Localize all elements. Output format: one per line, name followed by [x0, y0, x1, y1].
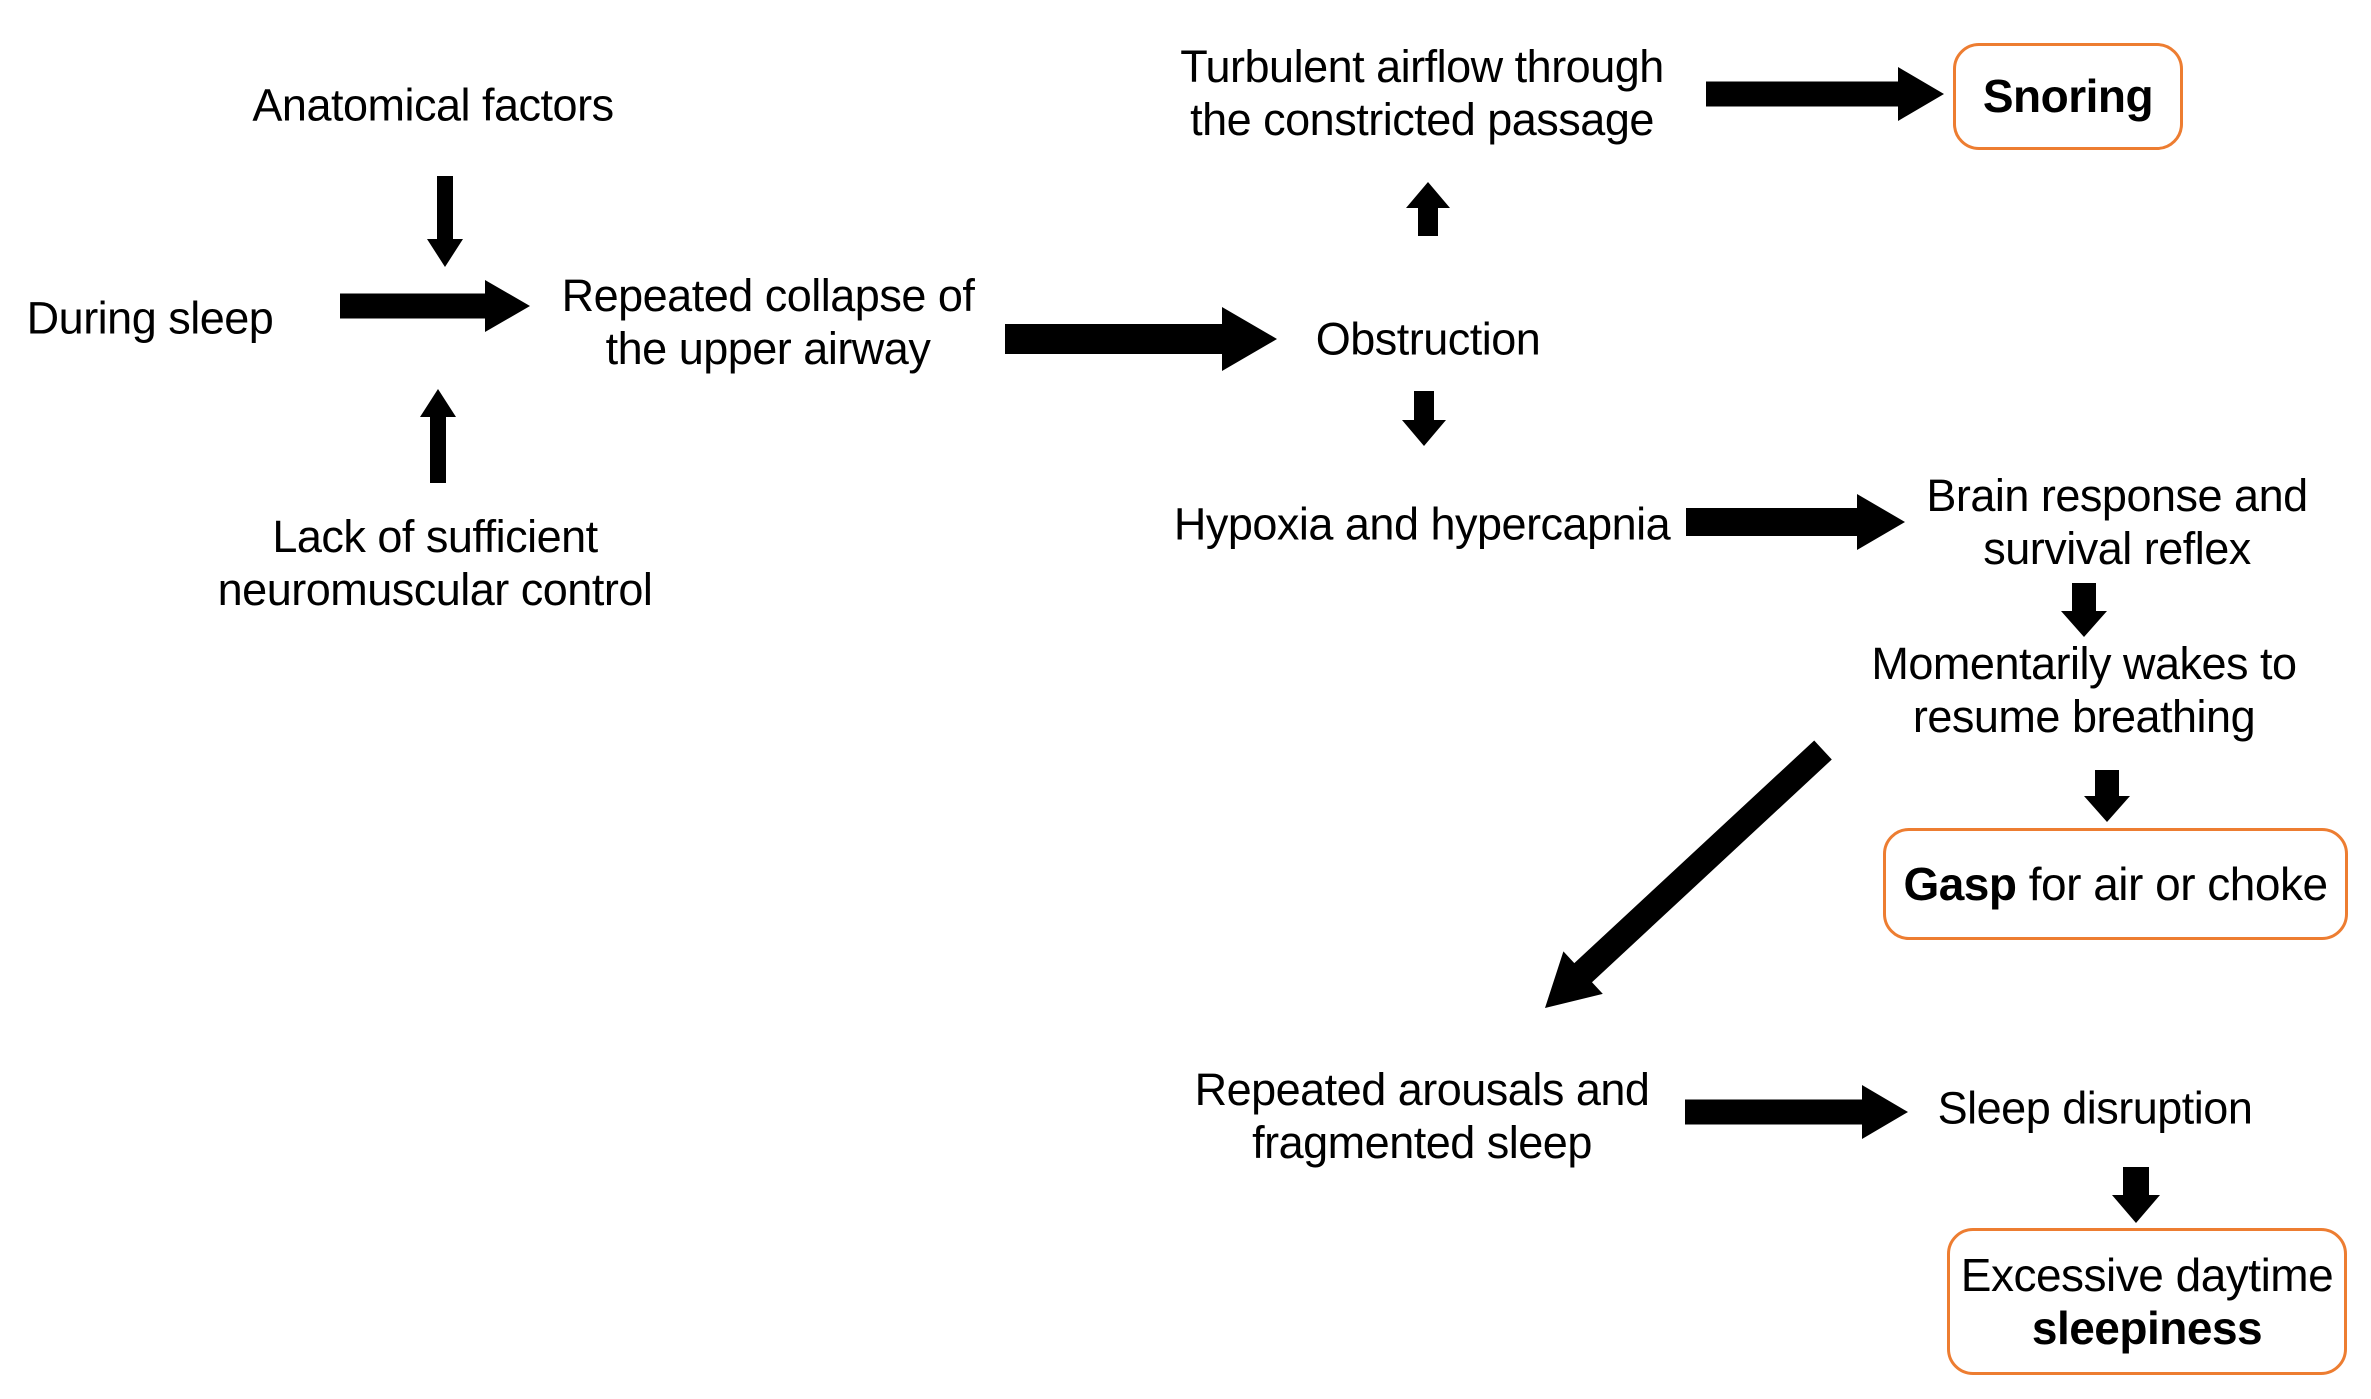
arrow-anatomical-factors-to-during-sleep: [427, 176, 463, 267]
node-snoring: Snoring: [1953, 43, 2183, 150]
node-line: During sleep: [27, 292, 274, 345]
node-text-run: Lack of sufficient: [272, 511, 598, 562]
node-line: sleepiness: [2031, 1301, 2263, 1355]
node-gasp-choke: Gasp for air or choke: [1883, 828, 2348, 940]
node-text-run: for air or choke: [2016, 857, 2328, 910]
node-line: survival reflex: [1926, 522, 2307, 575]
node-text-run: Obstruction: [1315, 313, 1541, 365]
node-line: the upper airway: [562, 322, 975, 375]
node-text-run: Gasp: [1903, 857, 2017, 910]
node-text-run: Anatomical factors: [252, 79, 614, 131]
node-text-run: Sleep disruption: [1937, 1082, 2253, 1134]
node-text-run: Hypoxia and hypercapnia: [1173, 498, 1671, 550]
node-line: the constricted passage: [1180, 93, 1664, 146]
node-hypoxia-hypercapnia: Hypoxia and hypercapnia: [1173, 498, 1671, 551]
node-line: Obstruction: [1316, 313, 1541, 366]
node-text-run: Snoring: [1982, 70, 2154, 122]
arrow-repeated-arousals-to-sleep-disruption: [1685, 1085, 1908, 1139]
arrow-momentarily-wakes-to-repeated-arousals: [1545, 740, 1832, 1008]
node-line: Excessive daytime: [1960, 1248, 2334, 1302]
arrow-turbulent-airflow-to-snoring: [1706, 67, 1944, 121]
node-text-run: Repeated collapse of: [561, 270, 975, 321]
arrow-sleep-disruption-to-excessive-sleepiness: [2112, 1167, 2160, 1223]
node-line: Repeated collapse of: [562, 269, 975, 322]
node-text-run: resume breathing: [1912, 691, 2256, 742]
node-line: Brain response and: [1926, 469, 2308, 522]
node-line: fragmented sleep: [1195, 1116, 1650, 1169]
node-text-run: Brain response and: [1926, 470, 2308, 521]
arrow-lack-neuromuscular-to-during-sleep: [420, 389, 456, 483]
node-text-run: Momentarily wakes to: [1871, 638, 2297, 689]
node-text-run: During sleep: [26, 292, 274, 344]
node-obstruction: Obstruction: [1316, 313, 1541, 366]
node-line: Momentarily wakes to: [1871, 637, 2297, 690]
node-line: Snoring: [1982, 70, 2154, 123]
node-line: Gasp for air or choke: [1903, 857, 2328, 911]
node-line: Sleep disruption: [1938, 1082, 2253, 1135]
arrow-obstruction-to-turbulent-airflow: [1406, 182, 1450, 236]
arrow-obstruction-to-hypoxia-hypercapnia: [1402, 391, 1446, 446]
node-during-sleep: During sleep: [27, 292, 274, 345]
node-line: Lack of sufficient: [218, 510, 653, 563]
node-text-run: Excessive daytime: [1960, 1248, 2334, 1301]
node-text-run: fragmented sleep: [1252, 1117, 1592, 1168]
node-anatomical-factors: Anatomical factors: [252, 79, 614, 132]
node-text-run: the constricted passage: [1190, 94, 1654, 145]
arrow-repeated-collapse-to-obstruction: [1005, 307, 1277, 371]
node-line: neuromuscular control: [218, 563, 653, 616]
arrow-during-sleep-to-repeated-collapse: [340, 280, 530, 332]
node-sleep-disruption: Sleep disruption: [1938, 1082, 2253, 1135]
node-text-run: Repeated arousals and: [1194, 1064, 1650, 1115]
node-line: Hypoxia and hypercapnia: [1173, 498, 1671, 551]
arrow-hypoxia-hypercapnia-to-brain-response: [1686, 494, 1905, 550]
node-line: Repeated arousals and: [1195, 1063, 1650, 1116]
node-text-run: the upper airway: [605, 323, 931, 374]
node-text-run: Turbulent airflow through: [1180, 41, 1664, 92]
node-line: resume breathing: [1871, 690, 2296, 743]
node-text-run: survival reflex: [1983, 523, 2251, 574]
arrow-brain-response-to-momentarily-wakes: [2061, 583, 2107, 637]
arrow-momentarily-wakes-to-gasp-choke: [2084, 770, 2130, 822]
node-text-run: sleepiness: [2031, 1301, 2263, 1354]
node-line: Anatomical factors: [252, 79, 614, 132]
node-text-run: neuromuscular control: [217, 564, 653, 615]
node-line: Turbulent airflow through: [1180, 40, 1664, 93]
